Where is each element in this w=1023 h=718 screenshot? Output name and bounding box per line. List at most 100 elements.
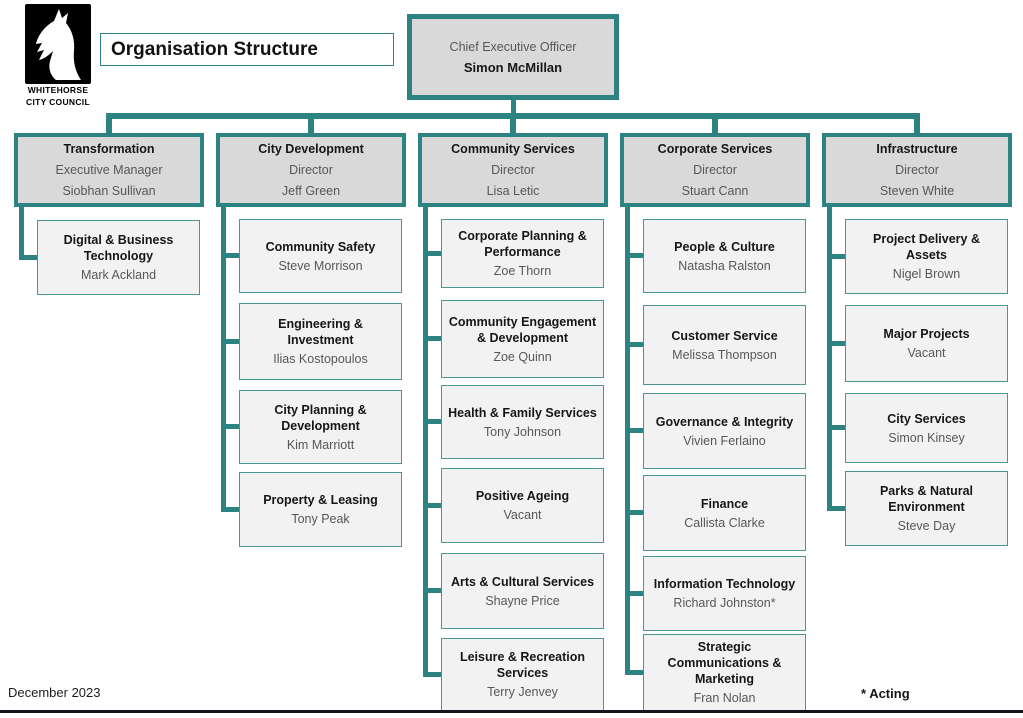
connector-stub bbox=[625, 428, 644, 433]
unit-box-community-safety: Community Safety Steve Morrison bbox=[239, 219, 402, 293]
division-column-corporate-services: Corporate Services Director Stuart Cann … bbox=[620, 133, 810, 713]
ceo-name: Simon McMillan bbox=[463, 59, 563, 75]
connector-stub bbox=[423, 336, 442, 341]
unit-manager-name: Fran Nolan bbox=[693, 691, 756, 705]
page-title: Organisation Structure bbox=[100, 33, 394, 66]
unit-box-project-delivery-assets: Project Delivery & Assets Nigel Brown bbox=[845, 219, 1008, 294]
connector-stub bbox=[221, 253, 240, 258]
unit-title: Major Projects bbox=[883, 327, 970, 341]
division-column-infrastructure: Infrastructure Director Steven White Pro… bbox=[822, 133, 1012, 713]
unit-title: Arts & Cultural Services bbox=[450, 574, 595, 589]
connector-stub bbox=[827, 425, 846, 430]
council-logo: WHITEHORSE CITY COUNCIL bbox=[13, 4, 103, 108]
unit-box-city-planning-development: City Planning & Development Kim Marriott bbox=[239, 390, 402, 464]
division-manager-name: Stuart Cann bbox=[681, 183, 749, 198]
connector-stub bbox=[827, 254, 846, 259]
unit-title: People & Culture bbox=[674, 239, 775, 254]
division-title: Community Services bbox=[451, 141, 575, 156]
connector-stub bbox=[423, 251, 442, 256]
unit-box-people-culture: People & Culture Natasha Ralston bbox=[643, 219, 806, 293]
connector-line bbox=[221, 207, 226, 512]
unit-box-arts-cultural-services: Arts & Cultural Services Shayne Price bbox=[441, 553, 604, 629]
connector-stub bbox=[625, 342, 644, 347]
unit-title: Strategic Communications & Marketing bbox=[667, 640, 782, 686]
unit-manager-name: Richard Johnston* bbox=[673, 596, 776, 610]
unit-box-property-leasing: Property & Leasing Tony Peak bbox=[239, 472, 402, 547]
unit-manager-name: Melissa Thompson bbox=[672, 347, 777, 362]
unit-box-corporate-planning-performance: Corporate Planning & Performance Zoe Tho… bbox=[441, 219, 604, 288]
unit-manager-name: Zoe Quinn bbox=[493, 349, 552, 364]
unit-box-parks-natural-environment: Parks & Natural Environment Steve Day bbox=[845, 471, 1008, 546]
division-manager-name: Jeff Green bbox=[281, 183, 341, 198]
connector-drop-infrastructure bbox=[914, 113, 920, 133]
connector-stub bbox=[221, 339, 240, 344]
unit-manager-name: Shayne Price bbox=[485, 593, 560, 608]
unit-box-major-projects: Major Projects Vacant bbox=[845, 305, 1008, 382]
unit-box-leisure-recreation-services: Leisure & Recreation Services Terry Jenv… bbox=[441, 638, 604, 711]
connector-stub bbox=[221, 424, 240, 429]
unit-title: Health & Family Services bbox=[448, 405, 597, 420]
unit-manager-name: Mark Ackland bbox=[80, 268, 157, 282]
unit-title: Finance bbox=[700, 496, 749, 511]
unit-title: Governance & Integrity bbox=[655, 414, 794, 429]
unit-title: City Planning & Development bbox=[274, 402, 367, 433]
unit-title: Community Engagement & Development bbox=[448, 314, 597, 345]
division-title: Transformation bbox=[63, 141, 155, 156]
division-role: Director bbox=[491, 162, 535, 177]
unit-title: Customer Service bbox=[671, 328, 778, 343]
division-role: Director bbox=[895, 162, 939, 177]
unit-box-engineering-investment: Engineering & Investment Ilias Kostopoul… bbox=[239, 303, 402, 380]
unit-title: Community Safety bbox=[265, 239, 376, 254]
unit-box-positive-ageing: Positive Ageing Vacant bbox=[441, 468, 604, 543]
connector-stub bbox=[625, 670, 644, 675]
unit-manager-name: Vivien Ferlaino bbox=[683, 433, 766, 448]
unit-manager-name: Terry Jenvey bbox=[487, 685, 558, 699]
unit-box-digital-business-technology: Digital & Business Technology Mark Ackla… bbox=[37, 220, 200, 295]
unit-box-finance: Finance Callista Clarke bbox=[643, 475, 806, 551]
unit-title: Information Technology bbox=[653, 577, 796, 591]
division-header-transformation: Transformation Executive Manager Siobhan… bbox=[14, 133, 204, 207]
unit-manager-name: Tony Peak bbox=[291, 512, 350, 526]
connector-drop-community-services bbox=[510, 113, 516, 133]
unit-title: Property & Leasing bbox=[263, 493, 378, 507]
division-column-city-development: City Development Director Jeff Green Com… bbox=[216, 133, 406, 713]
division-header-community-services: Community Services Director Lisa Letic bbox=[418, 133, 608, 207]
horse-head-icon bbox=[25, 4, 91, 84]
connector-stub bbox=[19, 255, 38, 260]
connector-stub bbox=[625, 510, 644, 515]
division-header-infrastructure: Infrastructure Director Steven White bbox=[822, 133, 1012, 207]
connector-line bbox=[827, 207, 832, 511]
unit-manager-name: Steve Day bbox=[897, 519, 956, 533]
acting-footnote: * Acting bbox=[861, 686, 910, 701]
unit-title: Corporate Planning & Performance bbox=[458, 229, 587, 259]
division-role: Director bbox=[693, 162, 737, 177]
connector-stub bbox=[423, 672, 442, 677]
unit-title: Project Delivery & Assets bbox=[873, 232, 980, 262]
unit-box-city-services: City Services Simon Kinsey bbox=[845, 393, 1008, 463]
unit-manager-name: Nigel Brown bbox=[892, 267, 961, 281]
connector-stub bbox=[221, 507, 240, 512]
division-manager-name: Lisa Letic bbox=[486, 183, 540, 198]
connector-drop-transformation bbox=[106, 113, 112, 133]
unit-manager-name: Kim Marriott bbox=[286, 437, 355, 452]
unit-manager-name: Ilias Kostopoulos bbox=[273, 352, 368, 366]
division-role: Executive Manager bbox=[55, 162, 163, 177]
division-title: Corporate Services bbox=[657, 141, 773, 156]
unit-box-health-family-services: Health & Family Services Tony Johnson bbox=[441, 385, 604, 459]
division-manager-name: Siobhan Sullivan bbox=[62, 183, 156, 198]
bottom-divider bbox=[0, 710, 1023, 713]
division-header-corporate-services: Corporate Services Director Stuart Cann bbox=[620, 133, 810, 207]
unit-title: Engineering & Investment bbox=[278, 317, 363, 347]
connector-ceo-drop bbox=[511, 99, 516, 115]
unit-box-governance-integrity: Governance & Integrity Vivien Ferlaino bbox=[643, 393, 806, 469]
connector-stub bbox=[423, 588, 442, 593]
division-column-transformation: Transformation Executive Manager Siobhan… bbox=[14, 133, 204, 713]
connector-line bbox=[423, 207, 428, 677]
ceo-box: Chief Executive Officer Simon McMillan bbox=[407, 14, 619, 100]
unit-box-information-technology: Information Technology Richard Johnston* bbox=[643, 556, 806, 631]
division-title: City Development bbox=[258, 141, 364, 156]
unit-manager-name: Callista Clarke bbox=[684, 515, 765, 530]
division-role: Director bbox=[289, 162, 333, 177]
connector-line bbox=[19, 207, 24, 260]
division-header-city-development: City Development Director Jeff Green bbox=[216, 133, 406, 207]
